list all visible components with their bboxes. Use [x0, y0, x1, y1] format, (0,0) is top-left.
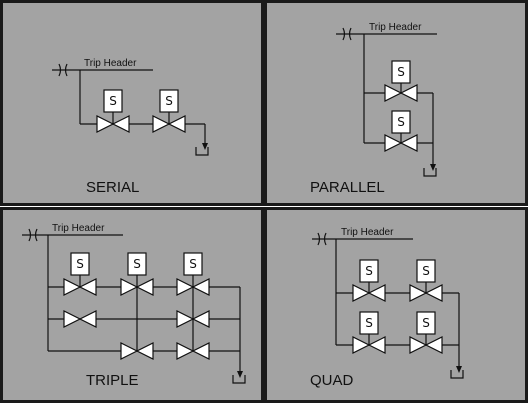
solenoid-label: S: [422, 264, 430, 278]
solenoid-box: [416, 311, 436, 335]
panel-serial-header: Trip Header: [84, 58, 137, 69]
solenoid-box: [416, 259, 436, 283]
solenoid-box: [359, 259, 379, 283]
panel-serial-title: SERIAL: [86, 179, 139, 196]
panel-triple-title: TRIPLE: [86, 372, 139, 389]
panel-serial: Trip Header S S SERIAL: [0, 0, 264, 206]
panel-quad-header: Trip Header: [341, 227, 394, 238]
panel-quad: Trip Header S S S S QUAD: [264, 207, 528, 403]
panel-parallel-title: PARALLEL: [310, 179, 385, 196]
solenoid-label: S: [365, 264, 373, 278]
solenoid-box: [103, 89, 123, 113]
solenoid-box: [159, 89, 179, 113]
solenoid-label: S: [189, 257, 197, 271]
solenoid-label: S: [422, 316, 430, 330]
panel-parallel-frame: [264, 0, 528, 206]
solenoid-box: [391, 110, 411, 134]
solenoid-label: S: [76, 257, 84, 271]
solenoid-box: [391, 60, 411, 84]
solenoid-label: S: [109, 94, 117, 108]
panel-quad-frame: [264, 207, 528, 403]
solenoid-box: [359, 311, 379, 335]
panel-triple: Trip Header S S S TRIPLE: [0, 207, 264, 403]
panel-serial-frame: [0, 0, 264, 206]
panel-parallel-header: Trip Header: [369, 22, 422, 33]
solenoid-label: S: [165, 94, 173, 108]
panel-parallel: Trip Header S S PARALLEL: [264, 0, 528, 206]
solenoid-label: S: [397, 115, 405, 129]
solenoid-label: S: [397, 65, 405, 79]
panel-triple-frame: [0, 207, 264, 403]
panel-triple-header: Trip Header: [52, 223, 105, 234]
solenoid-box: [70, 252, 90, 276]
solenoid-box: [183, 252, 203, 276]
solenoid-label: S: [133, 257, 141, 271]
solenoid-box: [127, 252, 147, 276]
solenoid-label: S: [365, 316, 373, 330]
panel-quad-title: QUAD: [310, 372, 354, 389]
